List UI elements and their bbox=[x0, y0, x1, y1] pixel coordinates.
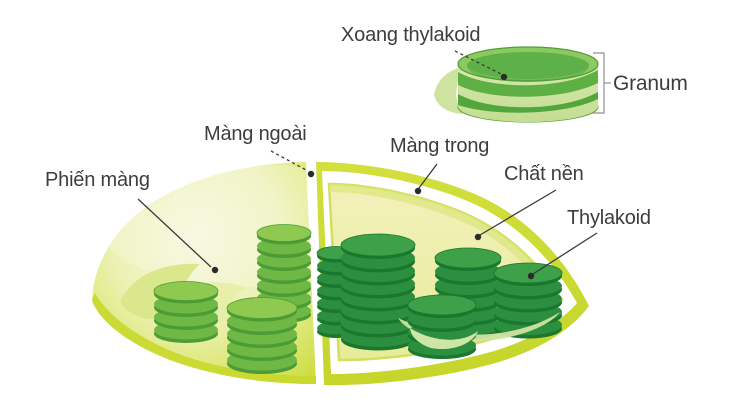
mang-trong-arrow bbox=[418, 163, 438, 189]
label-mang-ngoai: Màng ngoài bbox=[204, 123, 307, 145]
granum-wing bbox=[434, 67, 464, 114]
label-granum: Granum bbox=[613, 72, 688, 95]
granum-stack bbox=[407, 294, 477, 359]
granum-inset bbox=[434, 46, 599, 123]
label-chat-nen: Chất nền bbox=[504, 163, 584, 185]
thylakoid-arrow bbox=[532, 232, 598, 275]
chat-nen-arrow bbox=[479, 189, 557, 236]
granum-stack bbox=[226, 297, 298, 374]
label-thylakoid: Thylakoid bbox=[567, 207, 651, 229]
label-mang-trong: Màng trong bbox=[390, 135, 490, 157]
leader-lines bbox=[137, 50, 598, 275]
mang-ngoai-arrow bbox=[270, 150, 309, 172]
xoang-thylakoid-arrow bbox=[454, 50, 502, 75]
granum-stack bbox=[340, 233, 416, 351]
thylakoid-ribbon bbox=[410, 328, 478, 350]
granum-stack bbox=[256, 224, 312, 323]
phien-mang-arrow bbox=[137, 198, 212, 268]
granum-stack bbox=[153, 281, 219, 343]
leader-dots bbox=[211, 73, 535, 280]
granum-stack bbox=[493, 262, 563, 339]
label-phien-mang: Phiến màng bbox=[45, 169, 150, 191]
granum-bracket bbox=[593, 52, 611, 114]
label-xoang-thylakoid: Xoang thylakoid bbox=[341, 24, 481, 46]
